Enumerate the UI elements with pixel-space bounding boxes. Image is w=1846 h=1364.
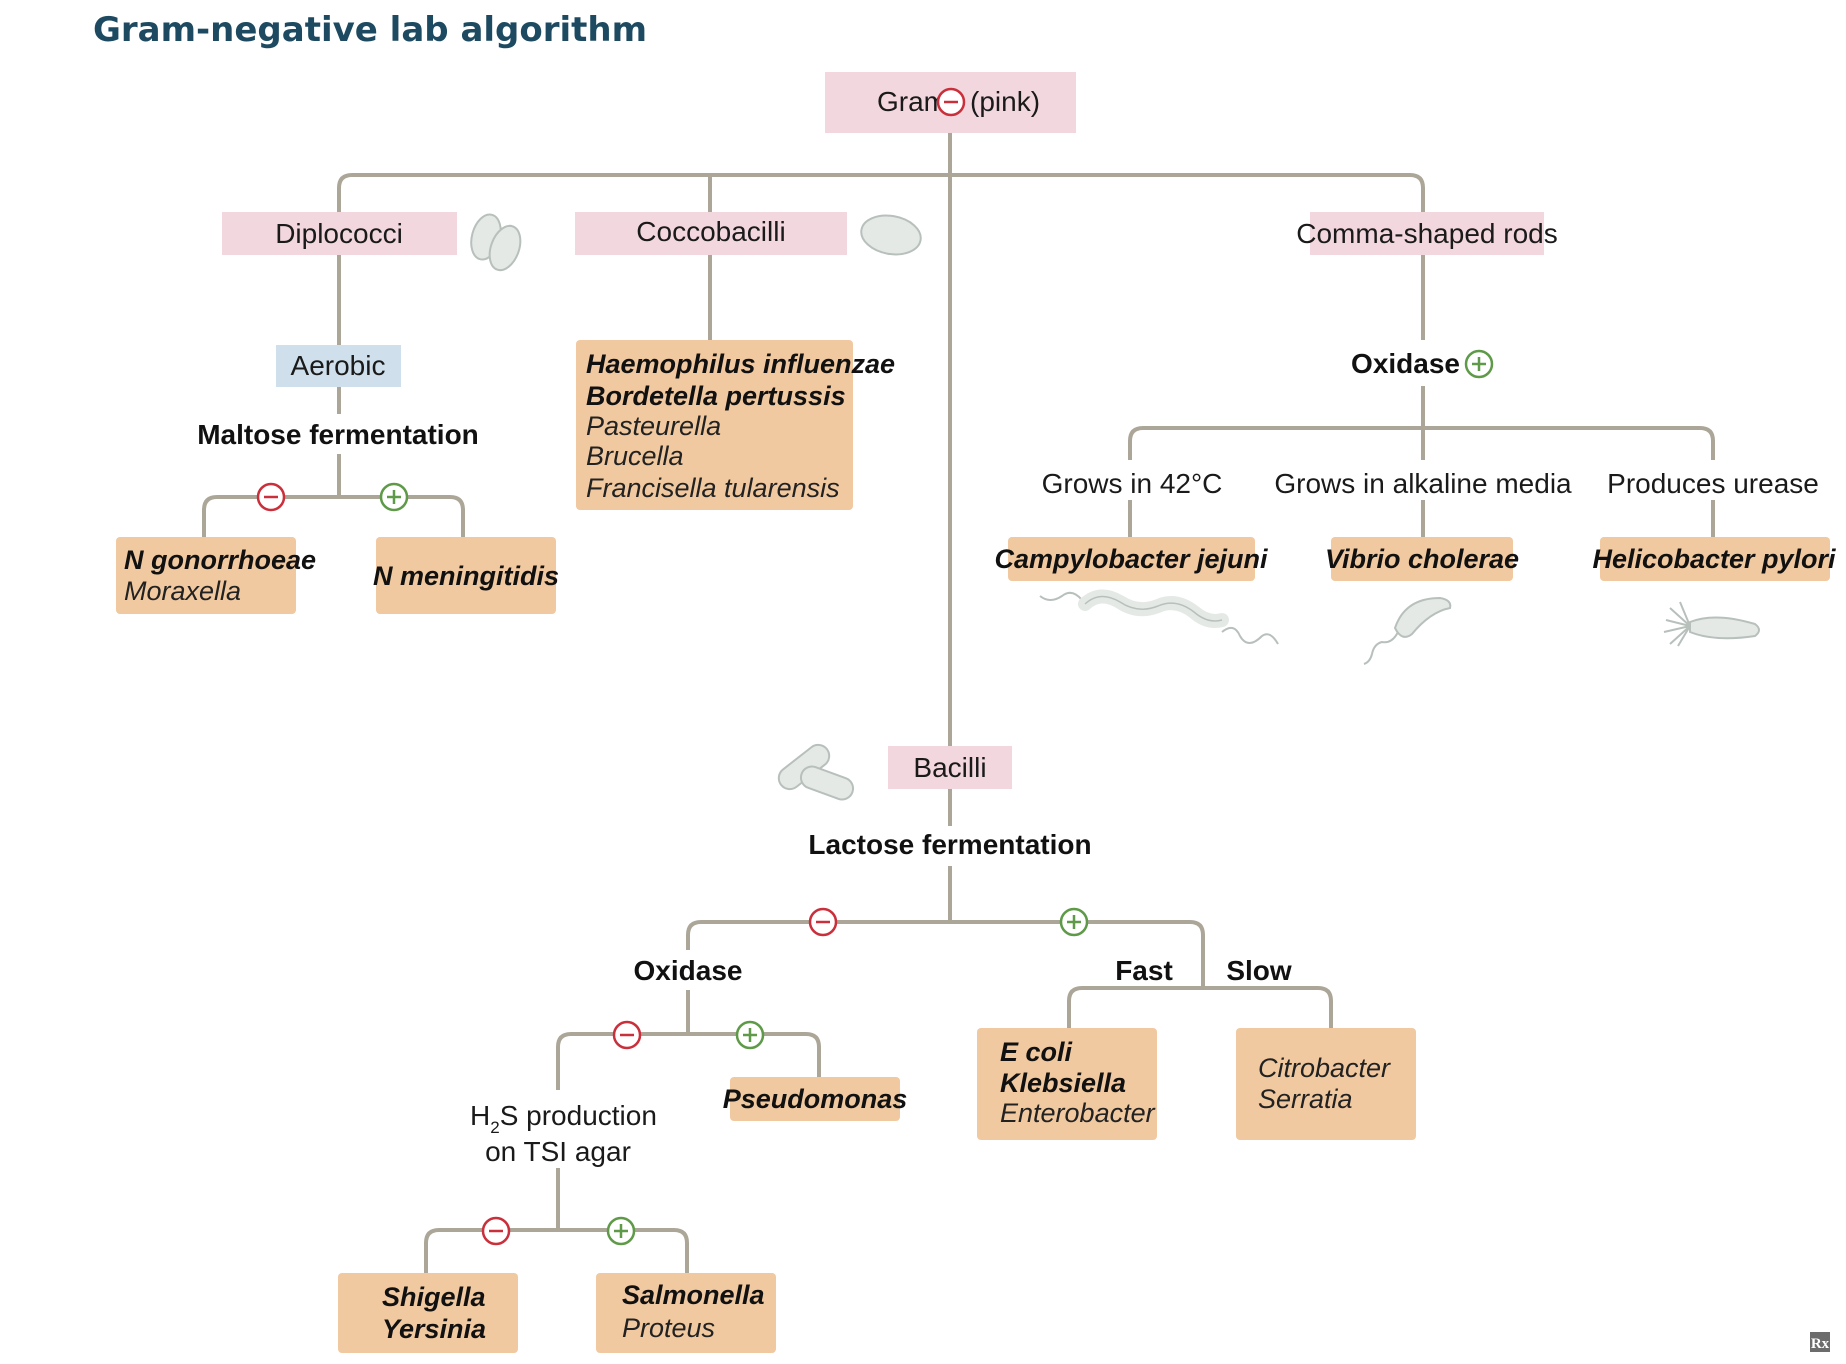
e-coli-label: E coli: [1000, 1037, 1073, 1067]
plus-icon: [606, 1216, 636, 1246]
minus-icon: [256, 482, 286, 512]
comma-shaped-rods-box: [1310, 212, 1544, 255]
vibrio-label: Vibrio cholerae: [1325, 544, 1519, 574]
salmonella-label: Salmonella: [622, 1280, 765, 1310]
campylobacter-box: [1008, 537, 1255, 581]
minus-icon: [612, 1020, 642, 1050]
e-coli-klebsiella-enterobacter-box: [977, 1028, 1157, 1140]
aerobic-label: Aerobic: [291, 350, 386, 381]
comma-oxidase-label: Oxidase: [1351, 348, 1460, 379]
comma-shaped-rods-label: Comma-shaped rods: [1296, 218, 1557, 249]
n-meningitidis-box: [376, 537, 556, 614]
serratia-label: Serratia: [1258, 1084, 1353, 1114]
coccobacilli-box: [575, 212, 847, 255]
bacilli-box: [888, 746, 1012, 789]
plus-icon: [735, 1020, 765, 1050]
enterobacter-label: Enterobacter: [1000, 1098, 1156, 1128]
helicobacter-box: [1600, 537, 1830, 581]
citrobacter-serratia-box: [1236, 1028, 1416, 1140]
slow-label: Slow: [1226, 955, 1292, 986]
coccobacilli-species-box: [576, 340, 853, 510]
minus-icon: [481, 1216, 511, 1246]
shigella-label: Shigella: [382, 1282, 486, 1312]
haemophilus-label: Haemophilus influenzae: [586, 349, 895, 379]
yersinia-label: Yersinia: [382, 1314, 486, 1344]
n-gonorrhoeae-label: N gonorrhoeae: [124, 545, 316, 575]
plus-icon: [379, 482, 409, 512]
moraxella-label: Moraxella: [124, 576, 241, 606]
fast-label: Fast: [1115, 955, 1173, 986]
klebsiella-label: Klebsiella: [1000, 1068, 1126, 1098]
page-title: Gram-negative lab algorithm: [93, 10, 647, 50]
minus-icon: [808, 907, 838, 937]
n-meningitidis-label: N meningitidis: [373, 561, 559, 591]
coccobacilli-icon: [860, 214, 922, 256]
pasteurella-label: Pasteurella: [586, 411, 721, 441]
helicobacter-icon: [1663, 601, 1760, 647]
svg-text:Rx: Rx: [1811, 1336, 1830, 1352]
aerobic-box: [276, 345, 401, 387]
vibrio-icon: [1363, 596, 1452, 665]
proteus-label: Proteus: [622, 1313, 715, 1343]
rx-icon: Rx: [1810, 1332, 1830, 1352]
bacilli-oxidase-label: Oxidase: [634, 955, 743, 986]
grows-alkaline-label: Grows in alkaline media: [1274, 468, 1572, 499]
coccobacilli-label: Coccobacilli: [636, 216, 785, 247]
grows-42c-label: Grows in 42°C: [1042, 468, 1223, 499]
minus-icon: [936, 87, 966, 117]
produces-urease-label: Produces urease: [1607, 468, 1819, 499]
root-label-gram: Gram: [877, 86, 947, 117]
brucella-label: Brucella: [586, 441, 684, 471]
shigella-yersinia-box: [338, 1273, 518, 1353]
citrobacter-label: Citrobacter: [1258, 1053, 1391, 1083]
lactose-fermentation-label: Lactose fermentation: [808, 829, 1091, 860]
diplococci-label: Diplococci: [275, 218, 403, 249]
connector-lines: [202, 133, 1715, 1273]
pseudomonas-label: Pseudomonas: [723, 1084, 908, 1114]
plus-icon: [1059, 907, 1089, 937]
n-gonorrhoeae-moraxella-box: [116, 537, 296, 614]
h2s-production-label: H2S production: [470, 1100, 657, 1137]
bacilli-icon: [777, 743, 855, 801]
on-tsi-agar-label: on TSI agar: [485, 1136, 631, 1167]
francisella-label: Francisella tularensis: [586, 473, 840, 503]
plus-icon: [1464, 349, 1494, 379]
campylobacter-label: Campylobacter jejuni: [994, 544, 1268, 574]
campylobacter-icon: [1039, 589, 1279, 645]
diplococci-box: [222, 212, 457, 255]
helicobacter-label: Helicobacter pylori: [1592, 544, 1836, 574]
pseudomonas-box: [730, 1077, 900, 1121]
salmonella-proteus-box: [596, 1273, 776, 1353]
vibrio-box: [1331, 537, 1513, 581]
root-label-pink: (pink): [970, 86, 1040, 117]
bordetella-label: Bordetella pertussis: [586, 381, 846, 411]
maltose-fermentation-label: Maltose fermentation: [197, 419, 479, 450]
diplococci-icon: [470, 213, 522, 272]
bacilli-label: Bacilli: [913, 752, 986, 783]
